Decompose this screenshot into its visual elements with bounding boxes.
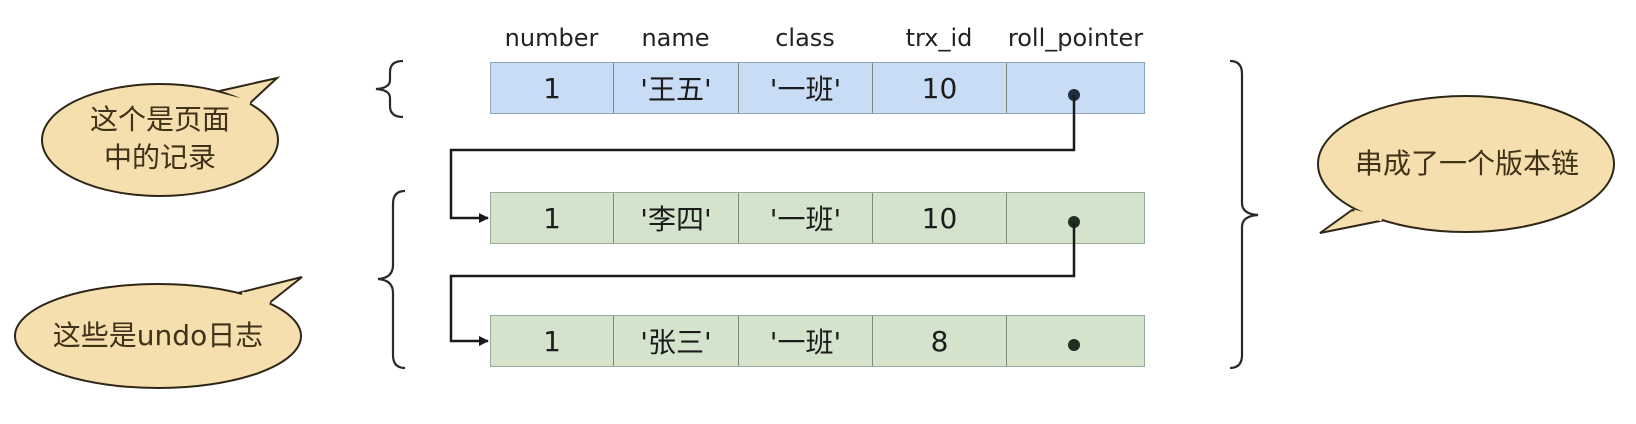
column-header-roll-pointer: roll_pointer bbox=[1007, 24, 1144, 52]
pointer-arrow-1 bbox=[449, 95, 1076, 223]
left-brace-icon bbox=[375, 59, 404, 119]
left-brace-icon bbox=[377, 189, 406, 370]
cell-trx-id: 8 bbox=[873, 316, 1007, 366]
callout-line-1: 这个是页面 bbox=[89, 103, 230, 136]
cell-trx-id: 10 bbox=[873, 63, 1007, 113]
right-brace-icon bbox=[1229, 59, 1259, 370]
callout-text-page-record: 这个是页面 中的记录 bbox=[60, 101, 260, 177]
cell-trx-id: 10 bbox=[873, 193, 1007, 243]
callout-bubble-page-record bbox=[41, 76, 281, 197]
pointer-dot bbox=[1068, 339, 1080, 351]
callout-bubble-undo-log bbox=[14, 276, 303, 389]
column-header-name: name bbox=[641, 24, 710, 52]
undo-log-row: 1 '张三' '一班' 8 bbox=[490, 315, 1145, 367]
cell-class: '一班' bbox=[739, 193, 873, 243]
cell-class: '一班' bbox=[739, 316, 873, 366]
undo-log-row: 1 '李四' '一班' 10 bbox=[490, 192, 1145, 244]
column-header-class: class bbox=[775, 24, 835, 52]
callout-bubble-version-chain bbox=[1317, 95, 1615, 234]
pointer-arrow-2 bbox=[449, 222, 1076, 346]
cell-name: '李四' bbox=[614, 193, 739, 243]
callout-text-undo-log: 这些是undo日志 bbox=[52, 319, 264, 352]
cell-name: '王五' bbox=[614, 63, 739, 113]
page-record-row: 1 '王五' '一班' 10 bbox=[490, 62, 1145, 114]
cell-name: '张三' bbox=[614, 316, 739, 366]
cell-number: 1 bbox=[491, 316, 614, 366]
column-header-number: number bbox=[504, 24, 599, 52]
callout-text-version-chain: 串成了一个版本链 bbox=[1354, 147, 1579, 180]
cell-class: '一班' bbox=[739, 63, 873, 113]
cell-number: 1 bbox=[491, 63, 614, 113]
callout-line-2: 中的记录 bbox=[103, 141, 216, 174]
column-header-trx-id: trx_id bbox=[905, 24, 973, 52]
cell-number: 1 bbox=[491, 193, 614, 243]
